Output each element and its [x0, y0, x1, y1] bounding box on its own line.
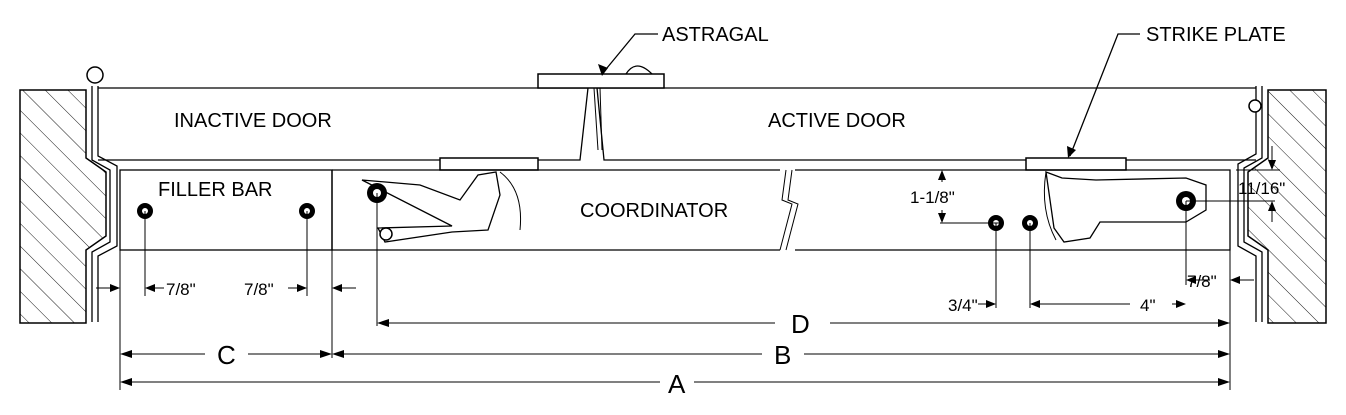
dim-a: A: [668, 369, 686, 399]
left-jamb: [19, 89, 107, 324]
dim-four: 4": [1140, 296, 1156, 315]
dimension-lines: [96, 146, 1280, 386]
strike-plate: [1025, 157, 1127, 171]
coordinator-body: [331, 169, 1231, 251]
dim-filler-right-offset: 7/8": [244, 280, 274, 299]
astragal-label: ASTRAGAL: [662, 24, 769, 46]
dim-one-one-eighth: 1-1/8": [910, 188, 955, 207]
dim-c: C: [217, 340, 236, 370]
right-hinge-pin-icon: [1248, 99, 1262, 113]
astragal-leader: [598, 33, 658, 76]
dim-d: D: [791, 309, 810, 339]
inactive-door-leaf: [98, 87, 589, 161]
right-frame: [1237, 86, 1263, 322]
coordinator-plate-left: [439, 157, 539, 171]
dim-filler-left-offset: 7/8": [166, 280, 196, 299]
strike-plate-label: STRIKE PLATE: [1146, 24, 1286, 46]
active-door-leaf: [596, 87, 1256, 161]
coordinator-label: COORDINATOR: [580, 200, 728, 222]
filler-bar-label: FILLER BAR: [158, 179, 272, 201]
strike-plate-leader: [1067, 33, 1140, 158]
dim-eleven-sixteenths: 11/16": [1238, 179, 1285, 198]
dim-b: B: [774, 340, 791, 370]
centerlines: [119, 169, 1275, 390]
left-hinge-pin-icon: [86, 66, 104, 84]
dim-three-quarters: 3/4": [948, 296, 978, 315]
right-jamb: [1247, 89, 1327, 324]
dim-right-offset: 7/8": [1187, 272, 1217, 291]
active-door-label: ACTIVE DOOR: [768, 110, 906, 132]
inactive-door-label: INACTIVE DOOR: [174, 110, 332, 132]
coordinator-arm-left: [361, 171, 522, 243]
coordinator-arm-right: [1043, 171, 1207, 243]
left-frame: [86, 66, 118, 322]
astragal: [537, 65, 665, 151]
